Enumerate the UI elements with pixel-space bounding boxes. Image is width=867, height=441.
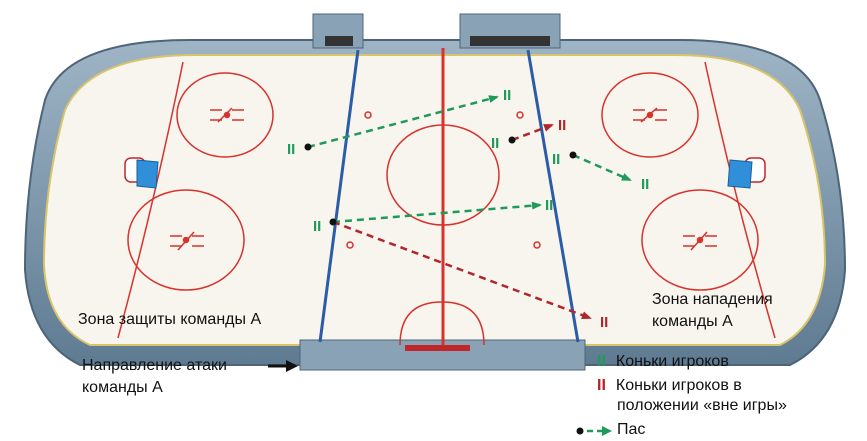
legend-skates-label: Коньки игроков	[616, 353, 729, 370]
legend-offside: II Коньки игроков в	[597, 376, 742, 395]
attack-zone-label-line1: Зона нападения	[652, 290, 773, 309]
legend-skates: II Коньки игроков	[597, 352, 729, 371]
player-offside-1: II	[558, 116, 566, 135]
legend-offside-label-line1: Коньки игроков в	[616, 377, 742, 394]
bench-top-left	[313, 14, 363, 48]
player-onside-7: II	[641, 175, 649, 194]
player-onside-6: II	[552, 150, 560, 169]
attack-zone-label-line2: команды А	[652, 312, 733, 331]
player-onside-2: II	[503, 86, 511, 105]
legend-offside-line2: положении «вне игры»	[617, 396, 787, 415]
attack-direction-label-line1: Направление атаки	[82, 356, 227, 375]
legend-pass: Пас	[617, 420, 645, 439]
player-offside-2: II	[600, 313, 608, 332]
legend-pass-label: Пас	[617, 421, 645, 438]
player-onside-4: II	[545, 196, 553, 215]
defense-zone-label: Зона защиты команды А	[78, 310, 261, 329]
legend-offside-symbol: II	[597, 376, 606, 395]
legend-offside-label-line2: положении «вне игры»	[617, 397, 787, 414]
player-onside-3: II	[313, 217, 321, 236]
player-onside-1: II	[287, 140, 295, 159]
player-onside-5: II	[491, 134, 499, 153]
legend-skates-symbol: II	[597, 352, 606, 371]
bench-top-right	[460, 14, 560, 48]
legend-pass-symbol	[577, 426, 613, 436]
attack-direction-label-line2: команды А	[82, 378, 163, 397]
